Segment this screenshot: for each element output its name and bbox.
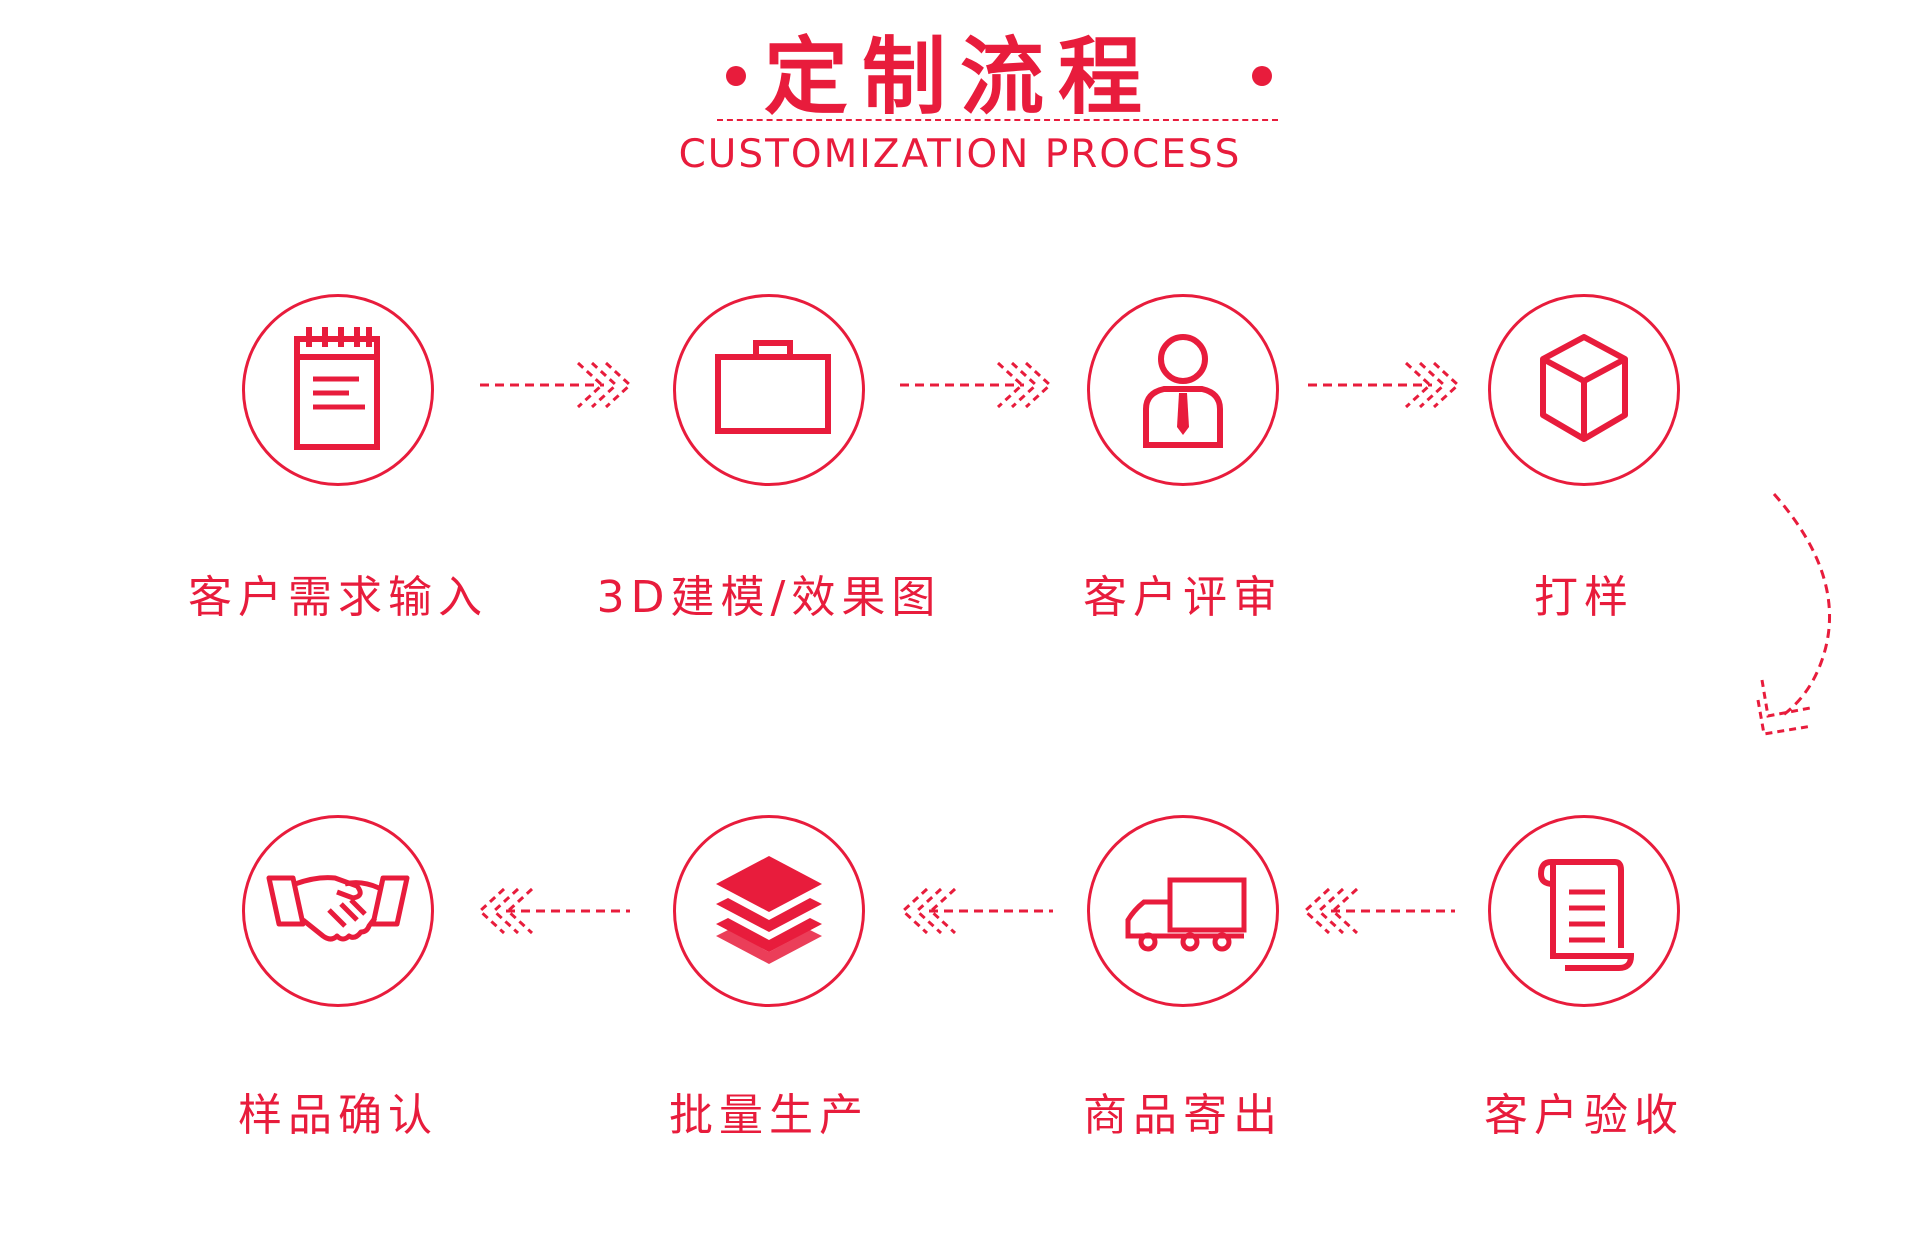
step-circle-2 bbox=[673, 294, 865, 486]
step-circle-7 bbox=[673, 815, 865, 1007]
person-icon bbox=[1143, 334, 1223, 448]
step-circle-8 bbox=[242, 815, 434, 1007]
arrow-left-2 bbox=[900, 887, 1053, 935]
handshake-icon bbox=[266, 875, 410, 942]
arrow-right-3 bbox=[1308, 361, 1461, 409]
step-circle-3 bbox=[1087, 294, 1279, 486]
step-circle-4 bbox=[1488, 294, 1680, 486]
step-circle-1 bbox=[242, 294, 434, 486]
title-left-dot bbox=[726, 66, 746, 86]
step-label-7: 批量生产 bbox=[669, 1090, 869, 1141]
step-label-1: 客户需求输入 bbox=[188, 572, 488, 623]
step-circle-6 bbox=[1087, 815, 1279, 1007]
arrow-right-2 bbox=[900, 361, 1053, 409]
step-label-3: 客户评审 bbox=[1083, 572, 1283, 623]
title-divider bbox=[717, 119, 1278, 121]
title-right-dot bbox=[1252, 66, 1272, 86]
arrow-left-3 bbox=[477, 887, 630, 935]
step-label-4: 打样 bbox=[1534, 572, 1634, 623]
page-title: 定制流程 bbox=[763, 28, 1156, 126]
arrow-left-1 bbox=[1302, 887, 1455, 935]
step-label-5: 客户验收 bbox=[1484, 1090, 1684, 1141]
scroll-icon bbox=[1537, 859, 1635, 971]
arrow-right-1 bbox=[480, 361, 633, 409]
step-label-8: 样品确认 bbox=[238, 1090, 438, 1141]
notepad-icon bbox=[294, 327, 380, 450]
step-circle-5 bbox=[1488, 815, 1680, 1007]
cube-icon bbox=[1540, 334, 1628, 442]
step-label-6: 商品寄出 bbox=[1083, 1090, 1283, 1141]
briefcase-icon bbox=[715, 340, 831, 434]
truck-icon bbox=[1125, 877, 1247, 952]
layers-icon bbox=[716, 856, 822, 964]
arrow-curve-down bbox=[1756, 493, 1832, 736]
step-label-2: 3D建模/效果图 bbox=[596, 572, 942, 623]
page-subtitle: CUSTOMIZATION PROCESS bbox=[678, 132, 1242, 177]
